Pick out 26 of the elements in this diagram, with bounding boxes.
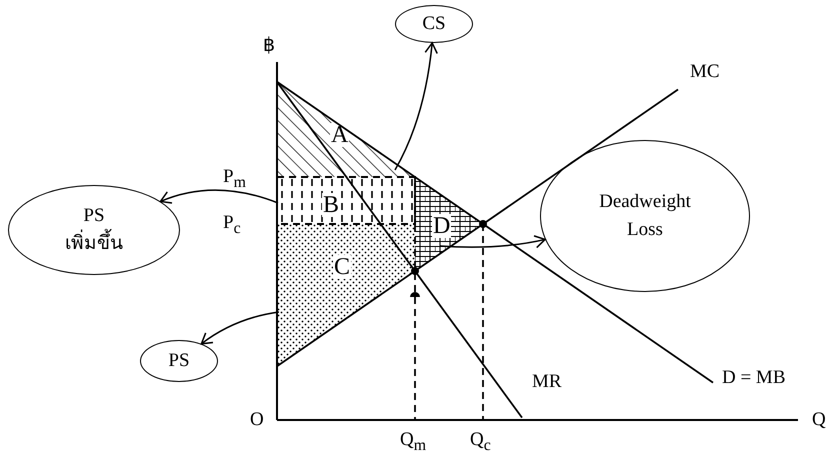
producer-surplus-area (277, 224, 415, 366)
price-label: P$_{c}$ (223, 213, 241, 237)
ellipse-label: CS (422, 12, 446, 36)
curve-label: D = MB (722, 368, 786, 387)
area-letter: C (333, 255, 352, 279)
curve-label: MC (690, 62, 720, 81)
axis-label: Q (812, 410, 826, 429)
curved-arrow (440, 234, 546, 248)
ellipse-label: เพิ่มขึ้น (65, 230, 123, 258)
origin-label: O (250, 410, 264, 429)
curved-arrow (394, 42, 438, 170)
curve-label: MR (532, 372, 562, 391)
quantity-label: Q$_{c}$ (470, 430, 491, 454)
axis-label: ฿ (263, 36, 275, 55)
area-letter: A (330, 123, 350, 147)
area-letter: B (322, 193, 340, 217)
area-letter: D (432, 214, 452, 238)
curved-arrow (200, 311, 280, 345)
ellipse-label: PS (168, 348, 190, 373)
ellipse-label: Deadweight (599, 190, 691, 214)
ellipse-label: PS (83, 204, 105, 228)
quantity-label: Q$_{m}$ (400, 430, 426, 454)
transfer-area (277, 177, 415, 224)
price-label: P$_{m}$ (223, 167, 246, 191)
curved-arrow (160, 189, 278, 204)
ellipse-label: Loss (627, 218, 663, 242)
